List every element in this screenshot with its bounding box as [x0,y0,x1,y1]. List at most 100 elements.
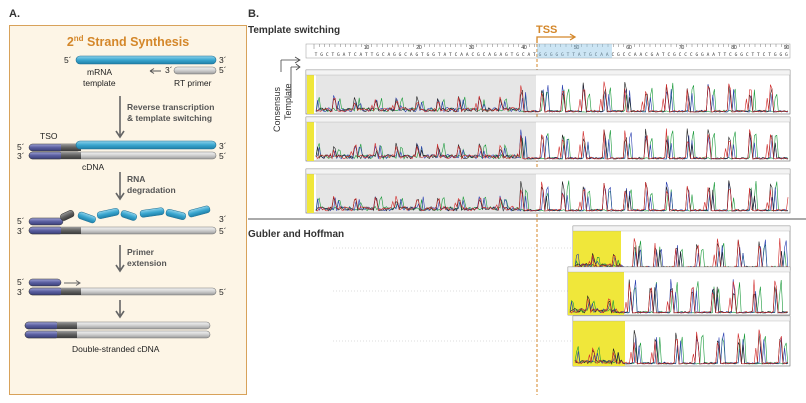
step4-arrow [115,300,125,319]
cdna-3-end-right: 3´ [219,141,227,151]
svg-text:C: C [595,52,598,58]
svg-text:A: A [578,52,581,58]
mrna-strand-2 [75,140,217,150]
svg-text:G: G [740,52,743,58]
svg-text:A: A [639,52,642,58]
section-gubler-hoffman: Gubler and Hoffman [248,229,345,240]
svg-text:C: C [623,52,626,58]
svg-text:G: G [427,52,430,58]
svg-text:G: G [695,52,698,58]
svg-text:T: T [371,52,374,58]
step1-arrow [115,96,125,139]
svg-text:A: A [712,52,715,58]
mrna-3-end: 3´ [219,55,227,65]
deg-tso [28,217,64,226]
ruler-tick-label: 70 [679,45,685,51]
tso-label: TSO [40,131,58,141]
deg-5-end: 5´ [17,216,25,226]
svg-text:C: C [679,52,682,58]
svg-text:C: C [404,52,407,58]
svg-text:A: A [488,52,491,58]
tso-overlap [61,144,81,151]
svg-text:C: C [382,52,385,58]
svg-text:A: A [499,52,502,58]
step3-arrow [115,245,125,273]
svg-text:G: G [544,52,547,58]
svg-text:G: G [779,52,782,58]
svg-text:G: G [735,52,738,58]
ext-3-end: 3´ [17,287,25,297]
svg-text:G: G [673,52,676,58]
svg-text:A: A [443,52,446,58]
ruler-tick-label: 10 [364,45,370,51]
svg-text:T: T [751,52,754,58]
rt-arrow [149,68,161,74]
svg-text:G: G [477,52,480,58]
svg-text:C: C [628,52,631,58]
svg-text:C: C [471,52,474,58]
svg-text:T: T [331,52,334,58]
svg-text:G: G [701,52,704,58]
ruler-tick-label: 40 [521,45,527,51]
mrna-strand [75,55,217,65]
svg-text:A: A [466,52,469,58]
svg-text:G: G [539,52,542,58]
ruler-tick-label: 80 [731,45,737,51]
svg-text:G: G [415,52,418,58]
svg-text:C: C [645,52,648,58]
svg-text:A: A [707,52,710,58]
ruler-tick-label: 30 [469,45,475,51]
svg-text:T: T [572,52,575,58]
panel-a-title: 2nd Strand Synthesis [66,34,190,50]
svg-text:G: G [505,52,508,58]
svg-text:G: G [320,52,323,58]
svg-text:T: T [533,52,536,58]
ruler-tick-label: 60 [626,45,632,51]
svg-text:G: G [617,52,620,58]
svg-text:C: C [611,52,614,58]
svg-text:G: G [774,52,777,58]
svg-text:A: A [343,52,346,58]
svg-text:T: T [757,52,760,58]
svg-text:G: G [589,52,592,58]
panel-a-label: A. [9,8,20,20]
deg-5-end-right: 5´ [219,226,227,236]
svg-text:T: T [315,52,318,58]
svg-text:G: G [550,52,553,58]
svg-text:C: C [522,52,525,58]
svg-text:A: A [359,52,362,58]
primer-5-end: 5´ [219,65,227,75]
svg-text:A: A [634,52,637,58]
cdna-5-end: 5´ [17,142,25,152]
tss-label: TSS [536,24,558,36]
svg-text:G: G [555,52,558,58]
ext-5-end: 5´ [17,277,25,287]
svg-text:G: G [516,52,519,58]
svg-text:T: T [718,52,721,58]
template-label: template [83,78,116,88]
ruler-tick-label: 90 [784,45,790,51]
svg-text:G: G [399,52,402,58]
svg-text:G: G [393,52,396,58]
svg-text:C: C [684,52,687,58]
svg-text:C: C [354,52,357,58]
svg-text:A: A [410,52,413,58]
ruler-tick-label: 50 [574,45,580,51]
step1-label: Reverse transcription& template switchin… [127,102,215,123]
svg-text:A: A [527,52,530,58]
svg-text:T: T [768,52,771,58]
deg-3-end: 3´ [17,226,25,236]
svg-text:A: A [460,52,463,58]
svg-text:T: T [583,52,586,58]
svg-text:C: C [690,52,693,58]
svg-text:A: A [656,52,659,58]
ext-5-end-right: 5´ [219,287,227,297]
cdna-dark [61,152,81,159]
deg-3-end-right: 3´ [219,214,227,224]
final-label: Double-stranded cDNA [72,344,160,354]
svg-text:G: G [494,52,497,58]
